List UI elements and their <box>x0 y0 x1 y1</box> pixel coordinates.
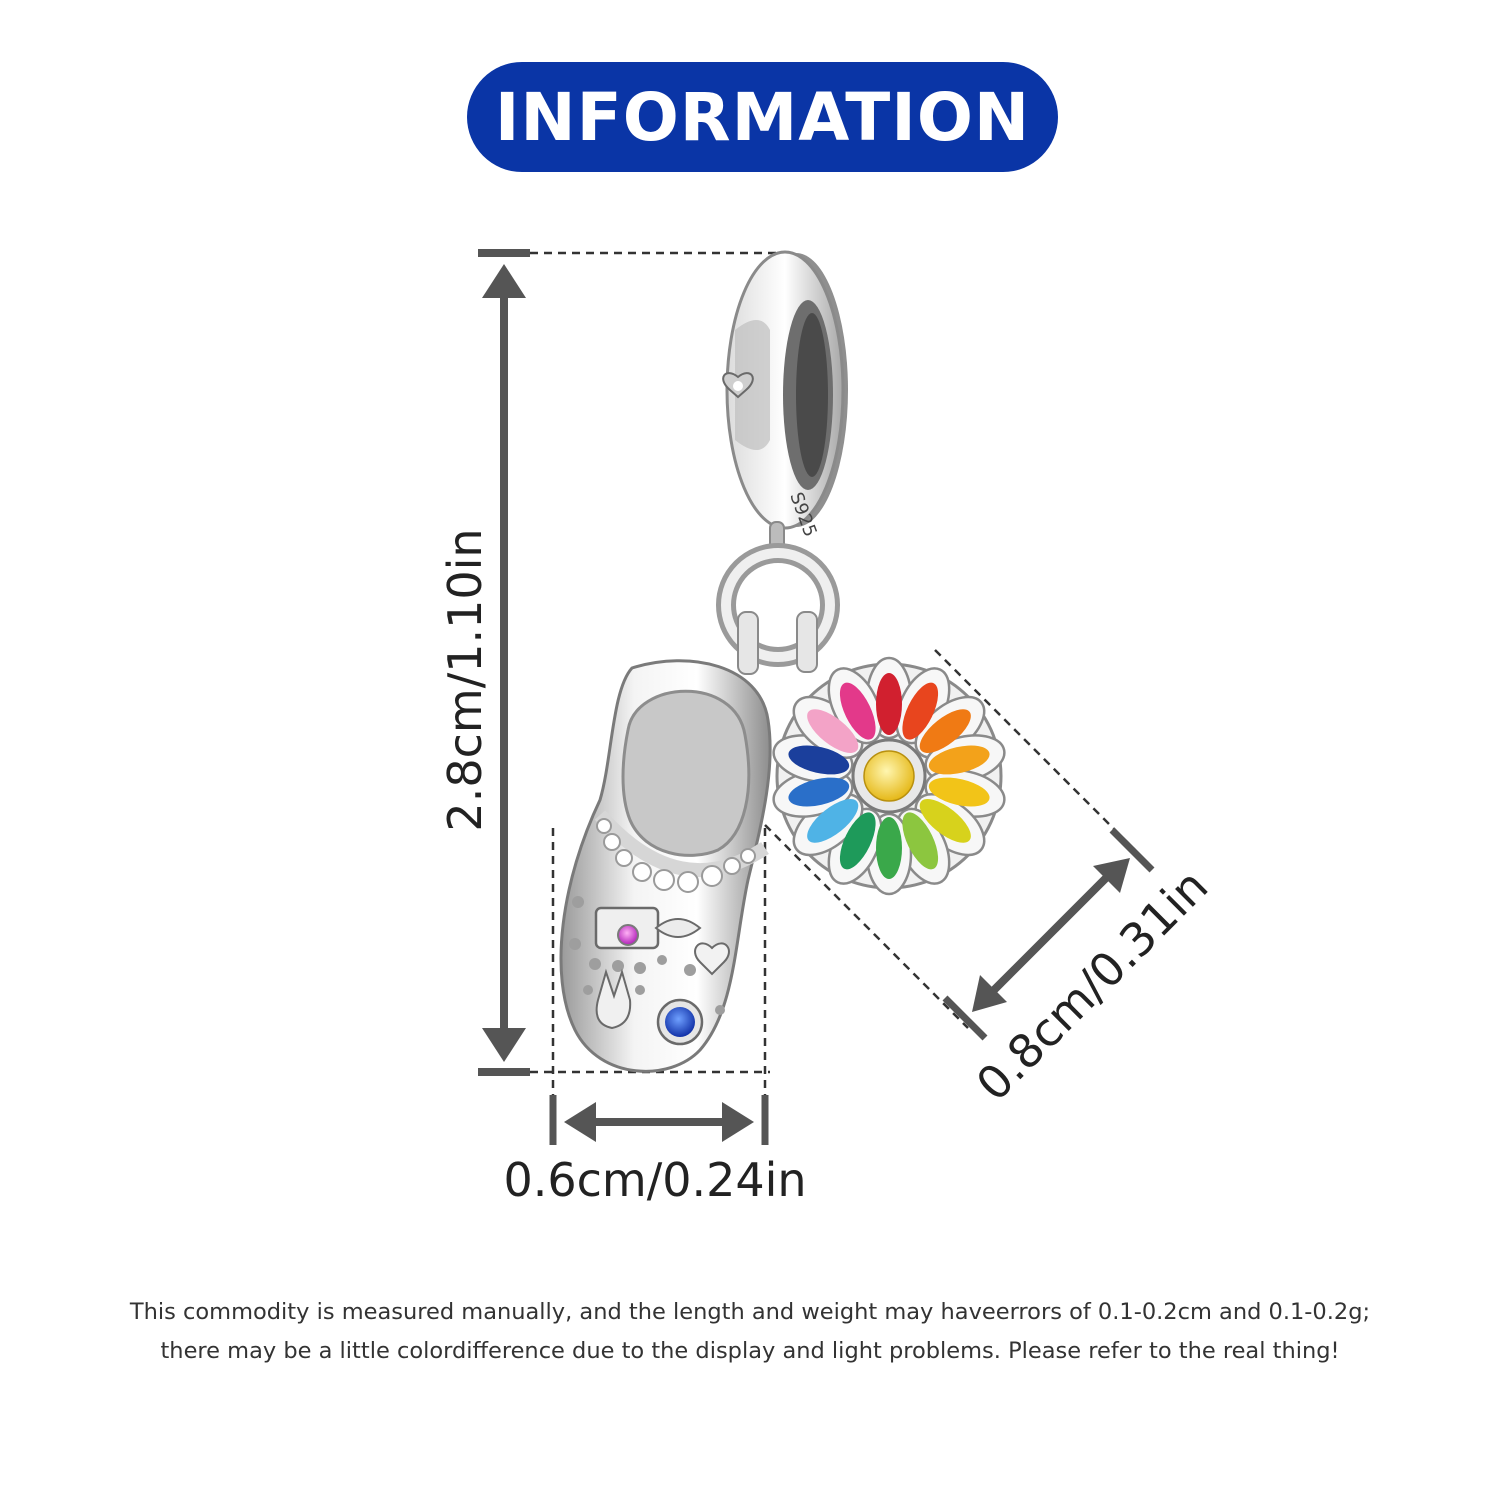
disclaimer-line-1: This commodity is measured manually, and… <box>129 1299 1371 1325</box>
disclaimer-line-2: there may be a little colordifference du… <box>160 1338 1340 1364</box>
petal <box>876 673 902 735</box>
yellow-gem <box>863 750 915 802</box>
shoe-heart-icon <box>694 942 730 976</box>
blue-gem <box>665 1007 695 1037</box>
bail-hole <box>796 313 828 477</box>
pink-gem <box>617 924 639 946</box>
petal <box>928 745 990 775</box>
petal <box>876 817 902 879</box>
flower-arrow-shaft <box>989 873 1111 995</box>
width-arrow-right <box>722 1102 754 1142</box>
shoe-charm <box>559 659 772 1073</box>
flower-link <box>796 611 818 673</box>
flower-upper-guide <box>934 649 1136 851</box>
petal <box>788 777 850 807</box>
flower-dimension <box>764 649 1155 1041</box>
height-arrow-down <box>482 1028 526 1062</box>
petal <box>807 709 859 753</box>
flower-lower-tick <box>942 995 988 1041</box>
shoe-link <box>737 611 759 675</box>
petal <box>919 709 971 753</box>
petal <box>807 799 859 843</box>
petal <box>788 745 850 775</box>
petal <box>839 682 876 740</box>
heart-gem <box>733 381 743 391</box>
flower-arrow-upper <box>1093 858 1130 893</box>
jump-ring <box>716 543 840 675</box>
petal <box>902 812 939 870</box>
eye-charm <box>654 918 702 938</box>
width-arrow-left <box>564 1102 596 1142</box>
width-dimension-label: 0.6cm/0.24in <box>503 1153 807 1207</box>
flower-arrow-lower <box>972 975 1007 1012</box>
disclaimer: This commodity is measured manually, and… <box>50 1293 1450 1371</box>
height-dimension <box>478 249 780 1076</box>
bail: S925 <box>722 250 848 563</box>
petal <box>919 799 971 843</box>
petal <box>902 682 939 740</box>
petal <box>928 777 990 807</box>
flower-upper-tick <box>1109 827 1155 873</box>
shoe-insole <box>621 689 751 857</box>
information-title: INFORMATION <box>467 62 1058 172</box>
width-dimension <box>549 828 769 1145</box>
peace-hand-icon <box>595 968 632 1030</box>
flower-lower-guide <box>764 824 969 1029</box>
petal <box>839 812 876 870</box>
height-arrow-up <box>482 264 526 298</box>
bail-band <box>735 320 770 450</box>
height-dimension-label: 2.8cm/1.10in <box>438 528 492 832</box>
crystal-row <box>596 818 756 893</box>
jump-ring-highlight <box>721 548 835 662</box>
